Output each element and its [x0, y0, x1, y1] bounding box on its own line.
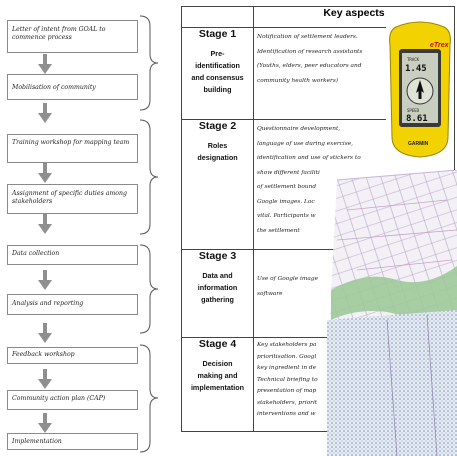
- desc-line: (Youths, elders, peer educators and: [257, 63, 362, 69]
- step-label: Training workshop for mapping team: [12, 139, 130, 146]
- arrow-down-icon: [38, 270, 52, 290]
- desc-line: stakeholders, priorit: [257, 399, 318, 406]
- desc-line: Key stakeholders pa: [257, 342, 317, 348]
- stage-title-line: and consensus: [191, 73, 244, 82]
- desc-line: Use of Google image: [257, 276, 319, 282]
- step-box-analysis-reporting: Analysis and reporting: [7, 294, 138, 315]
- step-label: Analysis and reporting: [12, 300, 84, 307]
- desc-line: interventions and w: [257, 411, 316, 417]
- arrow-down-icon: [38, 214, 52, 234]
- gps-bottom-value: 8.61: [406, 114, 428, 124]
- brace-stage-3: [139, 244, 159, 334]
- settlement-map-image: [327, 170, 457, 456]
- desc-line: key ingredient in de: [257, 365, 317, 371]
- stage-title-line: Decision: [202, 359, 233, 368]
- brace-stage-4: [139, 344, 159, 453]
- desc-line: Identification of research assistants: [257, 48, 363, 55]
- desc-line: presentation of map: [257, 388, 317, 394]
- gps-device-image: eTrex TRACK 1.45 SPEED 8.61 GARMIN: [386, 19, 454, 159]
- step-label: Feedback workshop: [12, 351, 75, 358]
- step-box-training-workshop: Training workshop for mapping team: [7, 134, 138, 163]
- stage-title-line: Data and: [202, 271, 233, 280]
- stage-title-line: implementation: [190, 383, 245, 392]
- stage-cell: Stage 2 Roles designation: [181, 119, 254, 250]
- step-box-community-action-plan: Community action plan (CAP): [7, 390, 138, 410]
- stage-title-line: Roles: [207, 141, 228, 150]
- stage-number: Stage 2: [198, 120, 237, 132]
- desc-line: of settlement bound: [257, 184, 317, 190]
- stage-title: Data and information gathering: [182, 270, 253, 306]
- stage-title: Pre- identification and consensus buildi…: [182, 48, 253, 96]
- brace-stage-1: [139, 15, 159, 111]
- desc-line: the settlement: [257, 227, 300, 234]
- step-label: Data collection: [12, 250, 60, 257]
- desc-line: vital. Participants w: [257, 213, 316, 219]
- desc-line: language of use during exercise,: [257, 140, 353, 147]
- stage-title-line: identification: [195, 61, 240, 70]
- desc-line: Google images. Loc: [257, 198, 315, 205]
- desc-line: Questionnaire development,: [257, 126, 341, 132]
- desc-line: show different faciliti: [257, 169, 320, 176]
- step-label: Mobilisation of community: [12, 84, 96, 91]
- step-label: Community action plan (CAP): [12, 395, 106, 402]
- step-label: Assignment of specific duties among stak…: [12, 190, 127, 205]
- arrow-down-icon: [38, 103, 52, 123]
- arrow-down-icon: [38, 413, 52, 433]
- stage-title-line: building: [203, 85, 232, 94]
- gps-bottom-label: SPEED: [407, 108, 420, 113]
- gps-top-label: TRACK: [407, 57, 420, 62]
- arrow-down-icon: [38, 323, 52, 343]
- header-empty-cell: [181, 6, 254, 28]
- stage-title-line: making and: [197, 371, 238, 380]
- stage-title-line: gathering: [201, 295, 234, 304]
- step-label: Implementation: [12, 438, 62, 445]
- step-label: Letter of intent from GOAL to commence p…: [12, 26, 106, 41]
- arrow-down-icon: [38, 54, 52, 74]
- gps-top-value: 1.45: [405, 64, 427, 74]
- gps-brand: eTrex: [430, 42, 450, 49]
- step-box-feedback-workshop: Feedback workshop: [7, 347, 138, 364]
- step-box-mobilisation: Mobilisation of community: [7, 74, 138, 100]
- stage-cell: Stage 3 Data and information gathering: [181, 249, 254, 338]
- step-box-data-collection: Data collection: [7, 245, 138, 265]
- step-box-letter-of-intent: Letter of intent from GOAL to commence p…: [7, 20, 138, 53]
- stage-title: Roles designation: [182, 140, 253, 164]
- stage-cell: Stage 4 Decision making and implementati…: [181, 337, 254, 432]
- arrow-down-icon: [38, 369, 52, 389]
- stage-title: Decision making and implementation: [182, 358, 253, 394]
- desc-line: prioritisation. Googl: [257, 353, 317, 360]
- step-box-assignment-duties: Assignment of specific duties among stak…: [7, 184, 138, 214]
- stage-cell: Stage 1 Pre- identification and consensu…: [181, 27, 254, 120]
- step-box-implementation: Implementation: [7, 433, 138, 450]
- desc-line: Technical briefing to: [257, 376, 318, 383]
- desc-line: identification and use of stickers to: [257, 155, 361, 161]
- gps-maker: GARMIN: [408, 141, 429, 147]
- table-row: Stage 1 Pre- identification and consensu…: [181, 27, 455, 120]
- stage-title-line: Pre-: [210, 49, 225, 58]
- desc-line: software: [257, 290, 283, 297]
- desc-line: community health workers): [257, 77, 339, 84]
- stage-title-line: information: [197, 283, 238, 292]
- stage-number: Stage 1: [198, 28, 237, 40]
- stage-number: Stage 3: [198, 250, 237, 262]
- brace-stage-2: [139, 119, 159, 235]
- desc-line: Notification of settlement leaders.: [257, 34, 358, 40]
- stage-number: Stage 4: [198, 338, 237, 350]
- stage-title-line: designation: [197, 153, 238, 162]
- arrow-down-icon: [38, 163, 52, 183]
